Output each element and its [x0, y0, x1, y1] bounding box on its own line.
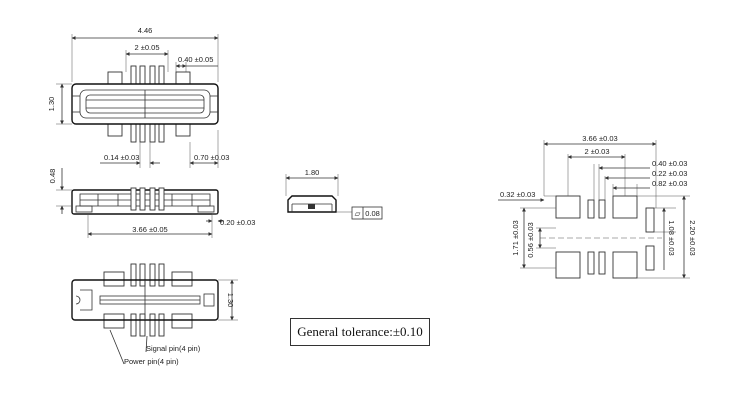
- dim-height: 1.30: [226, 293, 235, 308]
- flatness-symbol: ▱: [355, 209, 362, 218]
- dim-pad-small: 0.22 ±0.03: [652, 169, 687, 178]
- side-view: 0.48 0.20 ±0.03 3.66 ±0.05: [48, 168, 255, 238]
- dim-pitch: 2 ±0.05: [135, 43, 160, 52]
- end-view: 1.80 ▱ 0.08: [285, 168, 383, 220]
- bottom-view: 1.30 Signal pin(4 pin) Power pin(4 pin): [71, 263, 238, 366]
- dim-pad-large: 0.82 ±0.03: [652, 179, 687, 188]
- flatness-value: 0.08: [365, 209, 380, 218]
- top-view: 4.46 2 ±0.05 0.40 ±0.05 1.30 0.14 ±0.03 …: [47, 26, 229, 168]
- dim-height: 1.30: [47, 97, 56, 112]
- general-tolerance-note: General tolerance:±0.10: [290, 318, 430, 346]
- dim-span: 1.71 ±0.03: [511, 220, 520, 255]
- dim-pad-gap: 0.40 ±0.03: [652, 159, 687, 168]
- dim-pin-width: 0.40 ±0.05: [178, 55, 213, 64]
- dim-pad-width: 0.70 ±0.03: [194, 153, 229, 162]
- dim-body-length: 3.66 ±0.05: [132, 225, 167, 234]
- dim-overall-length: 4.46: [138, 26, 153, 35]
- dim-thickness: 0.48: [48, 169, 57, 184]
- dim-offset: 0.20 ±0.03: [220, 218, 255, 227]
- dim-width: 1.80: [305, 168, 320, 177]
- dim-total: 3.66 ±0.03: [582, 134, 617, 143]
- label-power-pin: Power pin(4 pin): [124, 357, 179, 366]
- dim-gap: 0.14 ±0.03: [104, 153, 139, 162]
- dim-end-pad: 0.32 ±0.03: [500, 190, 535, 199]
- label-signal-pin: Signal pin(4 pin): [146, 344, 201, 353]
- general-tolerance-text: General tolerance:±0.10: [297, 324, 423, 339]
- dim-pitch: 2 ±0.03: [585, 147, 610, 156]
- dim-overall-height: 2.20 ±0.03: [688, 220, 697, 255]
- footprint-view: 3.66 ±0.03 2 ±0.03 0.40 ±0.03 0.22 ±0.03…: [498, 134, 697, 279]
- dim-pad-length: 1.08 ±0.03: [667, 220, 676, 255]
- dim-inner: 0.56 ±0.03: [526, 222, 535, 257]
